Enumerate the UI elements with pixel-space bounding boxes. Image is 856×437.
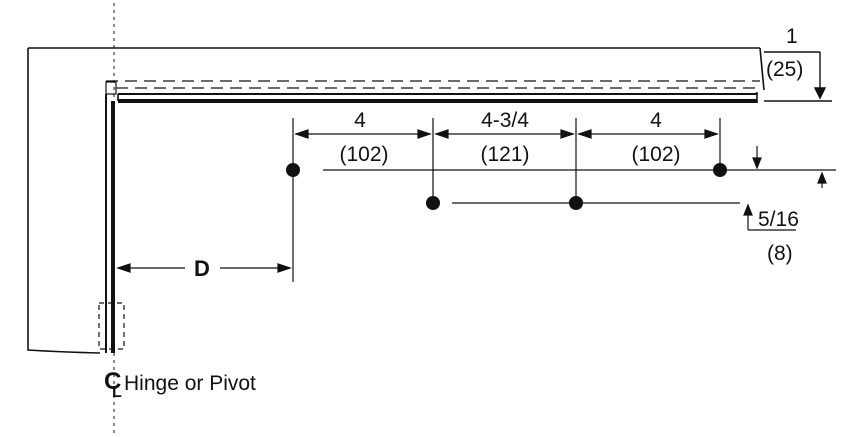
vertical-offset-dimension [743, 146, 827, 231]
centerline-symbol: C [104, 368, 121, 395]
vertical-offset-mm: (8) [767, 242, 793, 265]
door-hinge-edge [98, 94, 125, 353]
spacing-3-inches: 4 [650, 109, 662, 132]
distance-d-label: D [194, 256, 210, 281]
frame-outline [27, 47, 765, 354]
hinge-or-pivot-label: Hinge or Pivot [124, 372, 256, 395]
header-offset-inches: 1 [786, 25, 798, 48]
spacing-1-mm: (102) [339, 143, 388, 166]
d-dimension [116, 263, 292, 273]
mounting-hole-4 [713, 163, 727, 177]
centerline-symbol-sub: L [112, 384, 122, 401]
mounting-hole-2 [426, 196, 440, 210]
door-top-rail [105, 80, 760, 103]
mounting-hole-3 [569, 196, 583, 210]
mounting-holes [286, 163, 727, 210]
spacing-dimension-lines [294, 129, 719, 139]
mounting-hole-1 [286, 163, 300, 177]
spacing-3-mm: (102) [631, 143, 680, 166]
header-offset-dimension [764, 51, 832, 102]
hole-center-lines [323, 169, 836, 204]
header-offset-mm: (25) [766, 58, 803, 81]
spacing-2-mm: (121) [480, 143, 529, 166]
extension-lines [292, 118, 721, 282]
spacing-2-inches: 4-3/4 [481, 109, 529, 132]
spacing-1-inches: 4 [354, 109, 366, 132]
vertical-offset-inches: 5/16 [758, 208, 799, 231]
